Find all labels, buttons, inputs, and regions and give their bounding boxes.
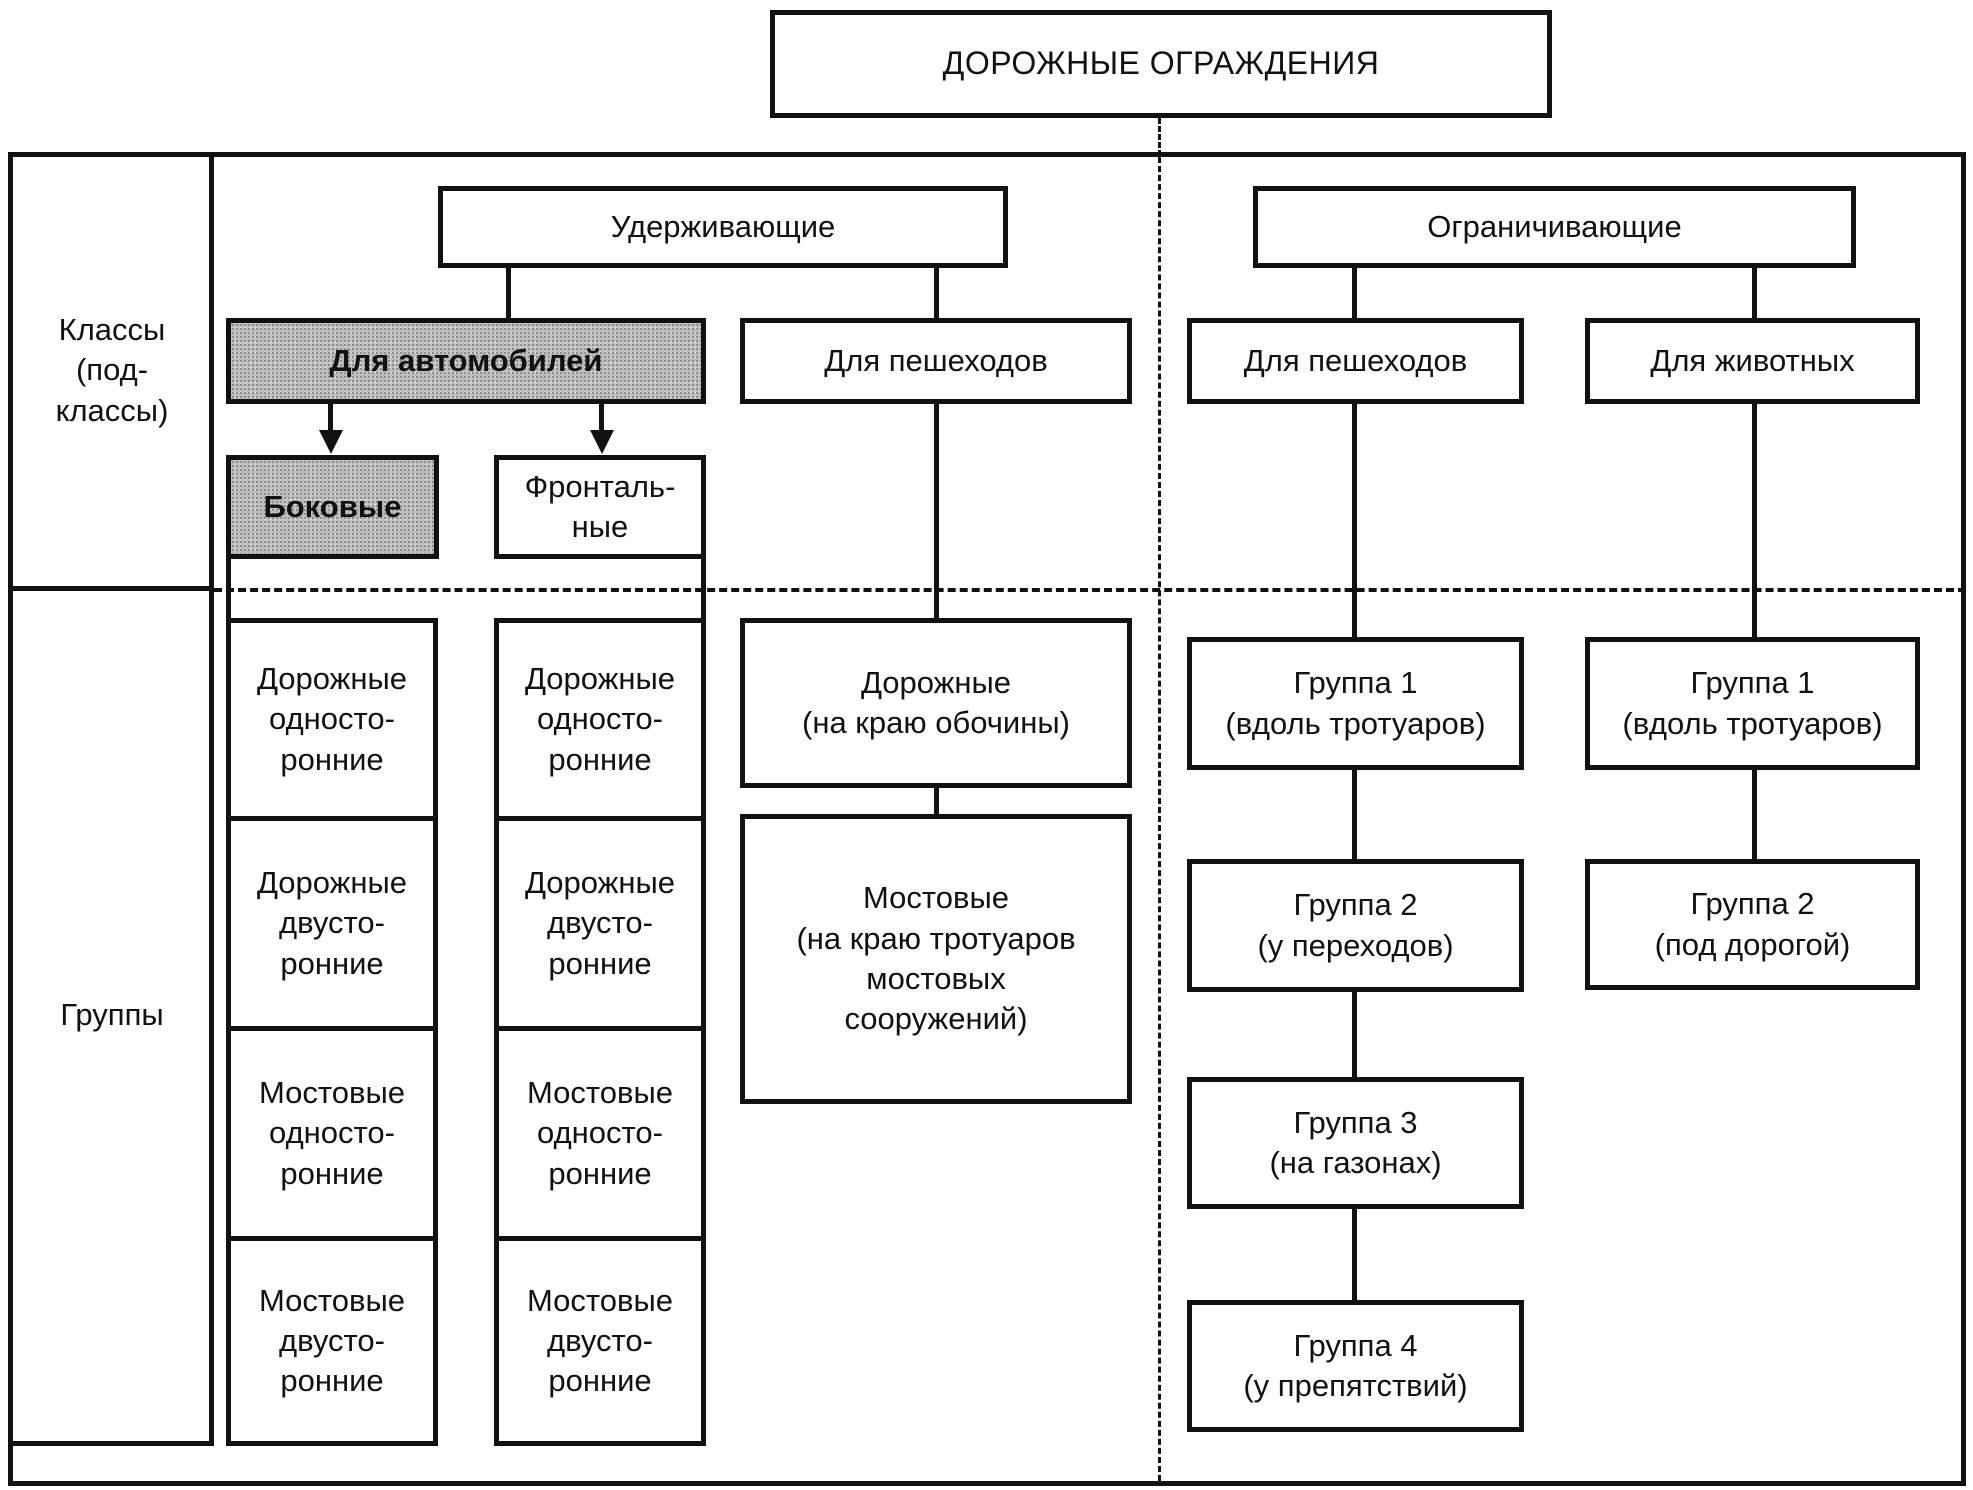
group-label: Группа 2 (у переходов) bbox=[1257, 887, 1454, 963]
arrow-shaft-side bbox=[328, 404, 333, 434]
group-label: Мостовые односто- ронние bbox=[527, 1075, 673, 1191]
group-limiting-ped-1: Группа 1 (вдоль тротуаров) bbox=[1187, 637, 1524, 770]
group-frontal-4: Мостовые двусто- ронние bbox=[494, 1236, 706, 1446]
group-side-4: Мостовые двусто- ронние bbox=[226, 1236, 438, 1446]
group-limiting-ped-2: Группа 2 (у переходов) bbox=[1187, 859, 1524, 992]
connector bbox=[1752, 268, 1757, 318]
subclass-side-label: Боковые bbox=[263, 488, 402, 524]
group-label: Группа 2 (под дорогой) bbox=[1654, 886, 1851, 962]
group-limiting-ped-4: Группа 4 (у препятствий) bbox=[1187, 1300, 1524, 1432]
subclass-frontal-label: Фронталь- ные bbox=[524, 468, 676, 544]
row-label-classes: Классы (под- классы) bbox=[55, 312, 169, 428]
group-label: Дорожные односто- ронние bbox=[256, 661, 408, 777]
group-label: Группа 3 (на газонах) bbox=[1269, 1104, 1442, 1180]
connector-restraining-pedestrians bbox=[934, 268, 939, 318]
diagram-title: ДОРОЖНЫЕ ОГРАЖДЕНИЯ bbox=[942, 45, 1380, 82]
group-label: Группа 1 (вдоль тротуаров) bbox=[1225, 665, 1486, 741]
group-limiting-animals-2: Группа 2 (под дорогой) bbox=[1585, 859, 1920, 990]
connector bbox=[1752, 404, 1757, 638]
connector bbox=[1352, 1209, 1357, 1301]
connector bbox=[1752, 770, 1757, 860]
connector-restraining-vehicles bbox=[506, 268, 511, 318]
class-limiting-label: Ограничивающие bbox=[1427, 208, 1682, 244]
connector bbox=[1352, 404, 1357, 638]
row-label-column bbox=[8, 152, 214, 1446]
group-frontal-3: Мостовые односто- ронние bbox=[494, 1026, 706, 1241]
group-label: Дорожные (на краю обочины) bbox=[802, 664, 1070, 740]
vehicles-bracket-left bbox=[226, 559, 231, 619]
group-label: Мостовые (на краю тротуаров мостовых соо… bbox=[796, 880, 1076, 1037]
class-restraining-label: Удерживающие bbox=[610, 208, 836, 244]
group-label: Мостовые односто- ронние bbox=[259, 1075, 405, 1191]
group-limiting-animals-1: Группа 1 (вдоль тротуаров) bbox=[1585, 637, 1920, 770]
group-side-1: Дорожные односто- ронние bbox=[226, 618, 438, 821]
group-label: Дорожные двусто- ронние bbox=[524, 865, 676, 981]
group-label: Мостовые двусто- ронние bbox=[527, 1282, 673, 1399]
connector bbox=[934, 404, 939, 620]
arrow-down-icon bbox=[590, 430, 614, 454]
arrow-shaft-frontal bbox=[599, 404, 604, 434]
connector bbox=[1352, 992, 1357, 1078]
group-frontal-1: Дорожные односто- ронние bbox=[494, 618, 706, 821]
group-restraining-ped-road: Дорожные (на краю обочины) bbox=[740, 618, 1132, 788]
row-divider-dashed bbox=[214, 588, 1966, 592]
subclass-restraining-pedestrians: Для пешеходов bbox=[740, 318, 1132, 404]
subclass-label: Для животных bbox=[1650, 342, 1855, 378]
section-divider bbox=[1158, 157, 1161, 1481]
group-label: Дорожные односто- ронние bbox=[524, 661, 676, 777]
subclass-side: Боковые bbox=[226, 455, 439, 559]
subclass-label: Для пешеходов bbox=[1243, 342, 1468, 378]
group-label: Группа 1 (вдоль тротуаров) bbox=[1622, 665, 1883, 741]
subclass-limiting-pedestrians: Для пешеходов bbox=[1187, 318, 1524, 404]
group-limiting-ped-3: Группа 3 (на газонах) bbox=[1187, 1077, 1524, 1209]
connector bbox=[934, 788, 939, 816]
title-connector bbox=[1158, 118, 1161, 156]
vehicles-bracket-right bbox=[701, 559, 706, 619]
subclass-frontal: Фронталь- ные bbox=[494, 455, 706, 559]
group-label: Мостовые двусто- ронние bbox=[259, 1282, 405, 1399]
class-restraining: Удерживающие bbox=[438, 186, 1008, 268]
connector bbox=[1352, 770, 1357, 860]
group-label: Группа 4 (у препятствий) bbox=[1243, 1327, 1468, 1403]
group-label: Дорожные двусто- ронние bbox=[256, 865, 408, 981]
diagram-title-box: ДОРОЖНЫЕ ОГРАЖДЕНИЯ bbox=[770, 10, 1552, 118]
arrow-down-icon bbox=[319, 430, 343, 454]
subclass-vehicles: Для автомобилей bbox=[226, 318, 706, 404]
row-divider-solid bbox=[8, 586, 214, 591]
subclass-label: Для пешеходов bbox=[824, 342, 1048, 378]
subclass-vehicles-label: Для автомобилей bbox=[329, 342, 603, 378]
row-label-groups: Группы bbox=[60, 997, 164, 1032]
subclass-limiting-animals: Для животных bbox=[1585, 318, 1920, 404]
group-side-3: Мостовые односто- ронние bbox=[226, 1026, 438, 1241]
class-limiting: Ограничивающие bbox=[1253, 186, 1856, 268]
group-restraining-ped-bridge: Мостовые (на краю тротуаров мостовых соо… bbox=[740, 814, 1132, 1104]
group-frontal-2: Дорожные двусто- ронние bbox=[494, 816, 706, 1031]
connector bbox=[1352, 268, 1357, 318]
group-side-2: Дорожные двусто- ронние bbox=[226, 816, 438, 1031]
